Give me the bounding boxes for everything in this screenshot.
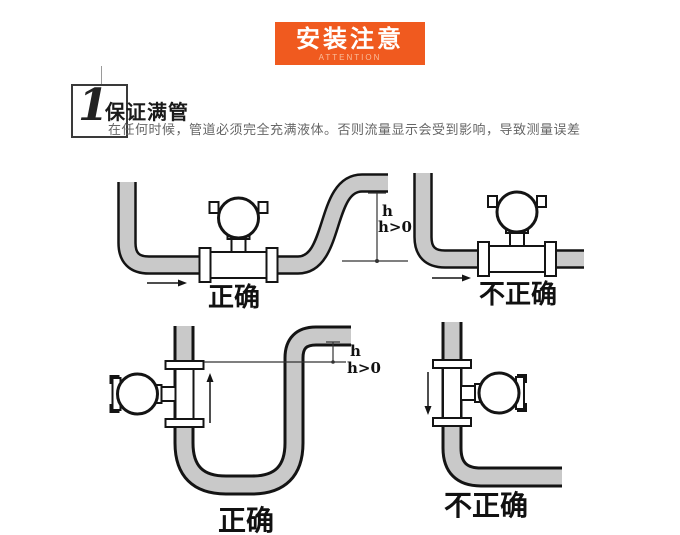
flow-direction-arrow <box>206 373 214 423</box>
flow-direction-arrow <box>432 274 471 282</box>
flow-direction-arrow <box>424 372 432 415</box>
decorative-tick <box>101 66 102 84</box>
diagram-top-right-incorrect: 不正确 <box>413 173 584 310</box>
pipe-fill <box>176 326 351 493</box>
attention-banner: 安装注意 ATTENTION <box>275 22 425 65</box>
section-heading: 保证满管 <box>105 100 189 124</box>
diagram-label-incorrect: 不正确 <box>444 489 528 522</box>
section-description: 在任何时候，管道必须完全充满液体。否则流量显示会受到影响，导致测量误差 <box>108 123 581 138</box>
banner-subtitle: ATTENTION <box>318 52 382 62</box>
diagram-bottom-left-correct: h h>0 正确 <box>109 325 381 535</box>
section-number: 1 <box>78 80 109 131</box>
dimension-annotation: h h>0 <box>204 341 381 377</box>
pipe-run <box>173 325 351 496</box>
pipe-fill <box>415 173 584 267</box>
installation-diagrams: h h>0 正确 不正确 h h>0 <box>109 173 584 535</box>
diagram-top-left-correct: h h>0 正确 <box>117 173 412 313</box>
dim-h-label: h <box>350 342 361 360</box>
dim-cond-label: h>0 <box>347 359 381 377</box>
flow-direction-arrow <box>147 279 187 287</box>
diagram-label-correct: 正确 <box>218 504 274 535</box>
dimension-annotation: h h>0 <box>342 192 412 263</box>
section-number-box <box>71 84 128 138</box>
flow-meter-icon <box>476 190 558 278</box>
flow-meter-icon <box>109 359 205 429</box>
dim-h-label: h <box>382 202 393 220</box>
pipe-fill <box>444 322 562 485</box>
flow-meter-icon <box>198 196 279 284</box>
pipe-fill <box>119 175 388 273</box>
diagram-label-correct: 正确 <box>208 282 260 313</box>
banner-title: 安装注意 <box>296 24 404 53</box>
diagram-label-incorrect: 不正确 <box>479 279 557 310</box>
flow-meter-icon <box>431 358 528 428</box>
diagram-bottom-right-incorrect: 不正确 <box>424 322 562 522</box>
dim-cond-label: h>0 <box>378 218 412 236</box>
